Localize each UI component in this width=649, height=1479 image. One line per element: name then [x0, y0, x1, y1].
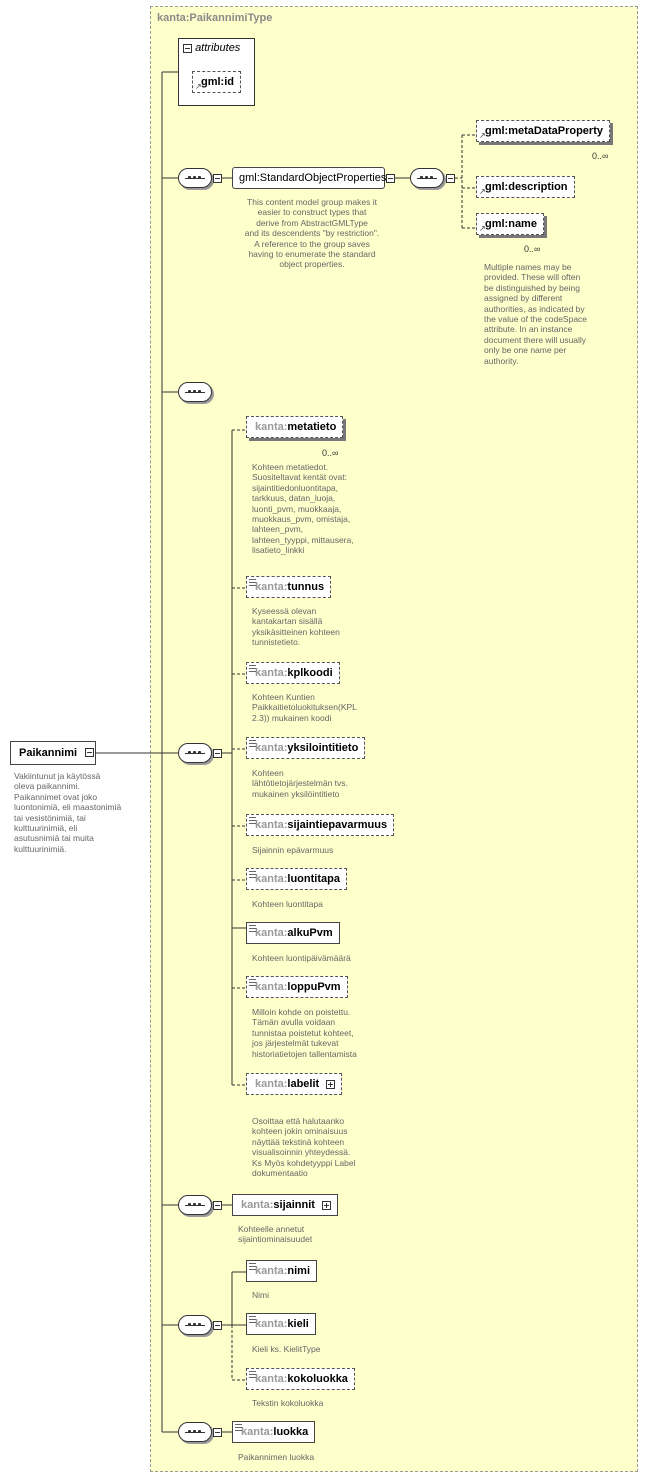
gml-description-element[interactable]: ↗ gml:description — [476, 176, 575, 198]
type-title: kanta:PaikannimiType — [157, 12, 273, 24]
sequence-icon — [410, 168, 444, 188]
collapse-icon[interactable] — [213, 1321, 222, 1330]
text-content-icon — [249, 579, 256, 586]
sequence-icon — [178, 1195, 212, 1215]
sequence-icon — [178, 168, 212, 188]
text-content-icon — [249, 925, 256, 932]
sequence-icon — [178, 1422, 212, 1442]
reference-arrow-icon: ↗ — [479, 131, 486, 140]
alkupvm-note: Kohteen luontipäivämäärä — [252, 953, 351, 963]
reference-arrow-icon: ↗ — [479, 224, 486, 233]
attributes-label: attributes — [195, 42, 241, 54]
element-sijainnit[interactable]: kanta:sijainnit — [232, 1194, 339, 1216]
collapse-icon[interactable] — [213, 1201, 222, 1210]
group-standard-object-properties[interactable]: gml:StandardObjectProperties — [232, 167, 386, 189]
kieli-note: Kieli ks. KielitType — [252, 1344, 321, 1354]
text-content-icon — [235, 1424, 242, 1431]
text-content-icon — [249, 740, 256, 747]
collapse-icon[interactable] — [213, 174, 222, 183]
element-kplkoodi[interactable]: kanta:kplkoodi — [246, 662, 340, 684]
text-content-icon — [249, 1316, 256, 1323]
kokoluokka-note: Tekstin kokoluokka — [252, 1398, 324, 1408]
element-luontitapa[interactable]: kanta:luontitapa — [246, 868, 347, 890]
sequence-icon — [178, 743, 212, 763]
root-label: Paikannimi — [19, 747, 78, 759]
gml-metadataproperty-element[interactable]: ↗ gml:metaDataProperty — [476, 120, 610, 142]
metatieto-note: Kohteen metatiedot.Suositeltavat kentät … — [252, 462, 354, 556]
loppupvm-note: Milloin kohde on poistettu.Tämän avulla … — [252, 1007, 357, 1059]
element-nimi[interactable]: kanta:nimi — [246, 1260, 318, 1282]
collapse-icon[interactable] — [446, 174, 455, 183]
collapse-icon[interactable] — [213, 749, 222, 758]
text-content-icon — [249, 1263, 256, 1270]
element-metatieto[interactable]: kanta:metatieto — [246, 416, 344, 438]
element-kokoluokka[interactable]: kanta:kokoluokka — [246, 1368, 355, 1390]
collapse-icon[interactable] — [386, 174, 395, 183]
collapse-icon[interactable] — [183, 43, 192, 53]
sequence-icon — [178, 382, 212, 402]
element-yksilointitieto[interactable]: kanta:yksilointitieto — [246, 737, 366, 759]
attributes-header[interactable]: attributes — [183, 42, 240, 54]
sequence-icon — [178, 1315, 212, 1335]
collapse-icon[interactable] — [213, 1428, 222, 1437]
expand-icon[interactable] — [322, 1200, 332, 1210]
reference-arrow-icon: ↗ — [195, 82, 202, 91]
cardinality: 0..∞ — [322, 448, 339, 458]
reference-arrow-icon: ↗ — [479, 187, 486, 196]
type-container — [150, 6, 638, 1472]
root-element[interactable]: Paikannimi — [10, 741, 96, 765]
expand-icon[interactable] — [326, 1079, 336, 1089]
text-content-icon — [249, 817, 256, 824]
collapse-icon[interactable] — [85, 748, 94, 757]
text-content-icon — [249, 1371, 256, 1378]
luontitapa-note: Kohteen luontitapa — [252, 899, 323, 909]
element-tunnus[interactable]: kanta:tunnus — [246, 576, 332, 598]
element-luokka[interactable]: kanta:luokka — [232, 1421, 316, 1443]
text-content-icon — [249, 979, 256, 986]
cardinality: 0..∞ — [524, 244, 541, 254]
luokka-note: Paikannimen luokka — [238, 1452, 315, 1462]
element-sijaintiepavarmuus[interactable]: kanta:sijaintiepavarmuus — [246, 814, 395, 836]
element-kieli[interactable]: kanta:kieli — [246, 1313, 316, 1335]
element-alkupvm[interactable]: kanta:alkuPvm — [246, 922, 340, 944]
sijaintiepavarmuus-note: Sijainnin epävarmuus — [252, 845, 334, 855]
attribute-gml-id[interactable]: ↗ gml:id — [192, 71, 241, 93]
nimi-note: Nimi — [252, 1290, 269, 1300]
element-labelit[interactable]: kanta:labelit — [246, 1073, 343, 1095]
gml-name-element[interactable]: ↗ gml:name — [476, 213, 544, 235]
cardinality: 0..∞ — [592, 151, 609, 161]
text-content-icon — [249, 665, 256, 672]
text-content-icon — [249, 871, 256, 878]
element-loppupvm[interactable]: kanta:loppuPvm — [246, 976, 348, 998]
